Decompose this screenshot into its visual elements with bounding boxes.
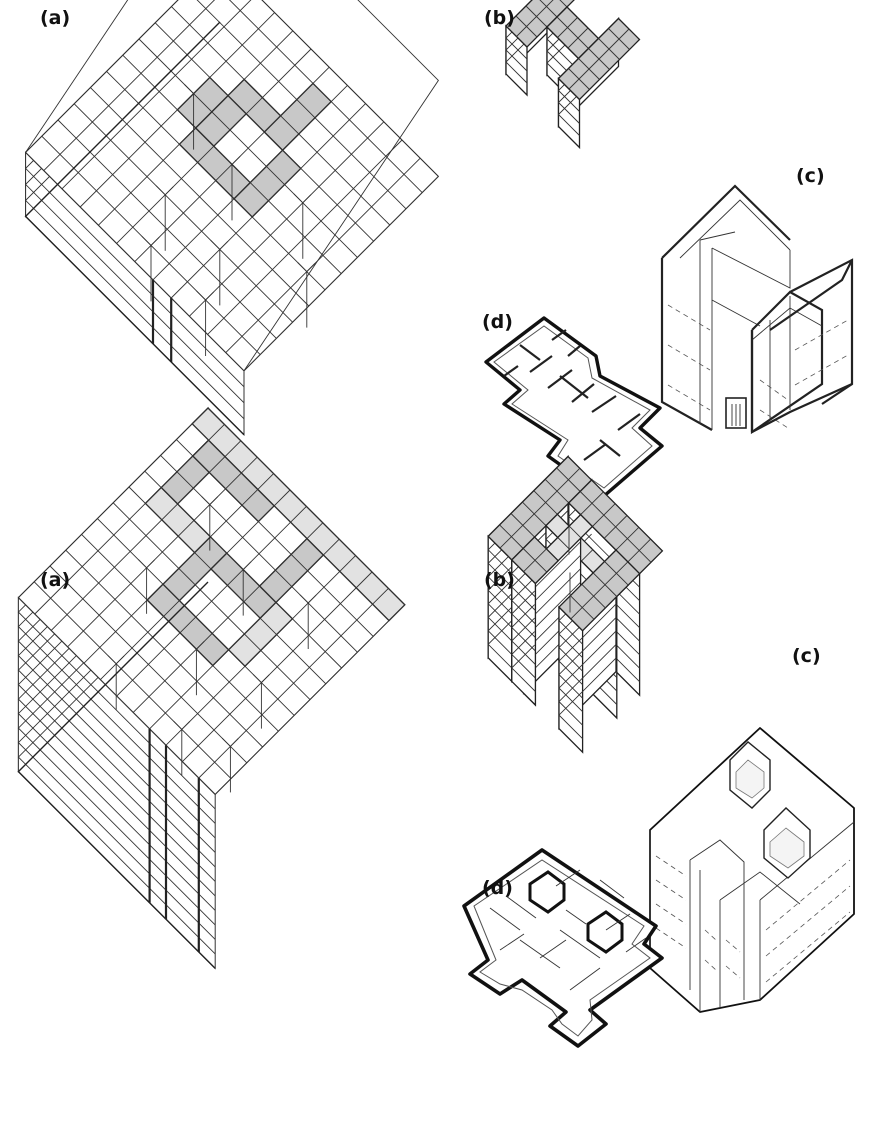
top-panel-b-h-block [505,0,641,150]
bottom-panel-b-courtyard-block [487,454,664,754]
top-panel-b-label: (b) [484,7,515,29]
top-panel-d-floor-plan [484,316,664,498]
bottom-panel-a-label: (a) [40,569,70,591]
bottom-panel-d-label: (d) [482,877,513,899]
bottom-panel-c-building [649,727,855,1013]
bottom-panel-d-floor-plan [462,848,664,1048]
top-panel-a-grid-block [24,0,440,437]
top-panel-d-label: (d) [482,311,513,333]
top-panel-c-label: (c) [796,165,825,187]
bottom-panel-a-grid-block [17,406,406,970]
top-panel-a-label: (a) [40,7,70,29]
top-panel-c-building [660,184,854,460]
bottom-panel-b-label: (b) [484,569,515,591]
bottom-panel-c-label: (c) [792,645,821,667]
